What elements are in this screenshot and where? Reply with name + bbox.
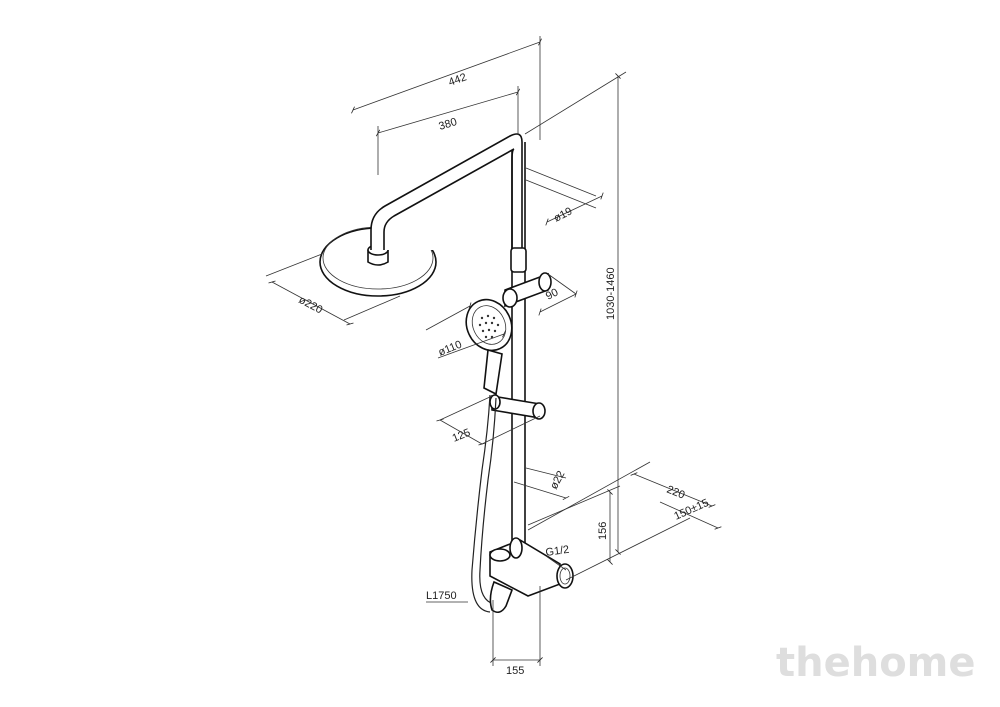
shower-arm [370, 133, 523, 250]
dim-380: 380 [437, 116, 458, 133]
hose [471, 394, 497, 613]
dim-height-range: 1030-1460 [605, 267, 617, 320]
dim-hose-length: L1750 [426, 590, 457, 602]
mixer-body [489, 537, 574, 614]
riser-pipe [510, 142, 527, 545]
dim-slider-offset: 125 [451, 427, 473, 445]
watermark-logo: thehome [776, 640, 976, 686]
dim-rail-diameter: ø22 [548, 469, 568, 491]
dim-connection-spacing: 150±15 [672, 497, 710, 523]
dim-mixer-height: 156 [597, 522, 609, 540]
dimension-lines [265, 36, 722, 666]
dim-overhead-diameter: ø220 [297, 294, 325, 316]
dim-442: 442 [447, 71, 468, 89]
dim-hand-shower-diameter: ø110 [437, 339, 464, 359]
dim-holder-offset: 90 [544, 286, 560, 302]
hand-shower-holder [502, 272, 552, 308]
dimension-labels: 442 380 ø19 ø220 90 ø110 125 ø22 1030-14… [297, 71, 711, 677]
hand-shower [465, 298, 513, 396]
dim-pipe-diameter: ø19 [552, 205, 574, 224]
slider-holder [489, 394, 546, 420]
dim-thread: G1/2 [545, 544, 570, 559]
dim-wall-distance: 220 [665, 484, 687, 502]
dim-spout-length: 155 [506, 665, 524, 677]
